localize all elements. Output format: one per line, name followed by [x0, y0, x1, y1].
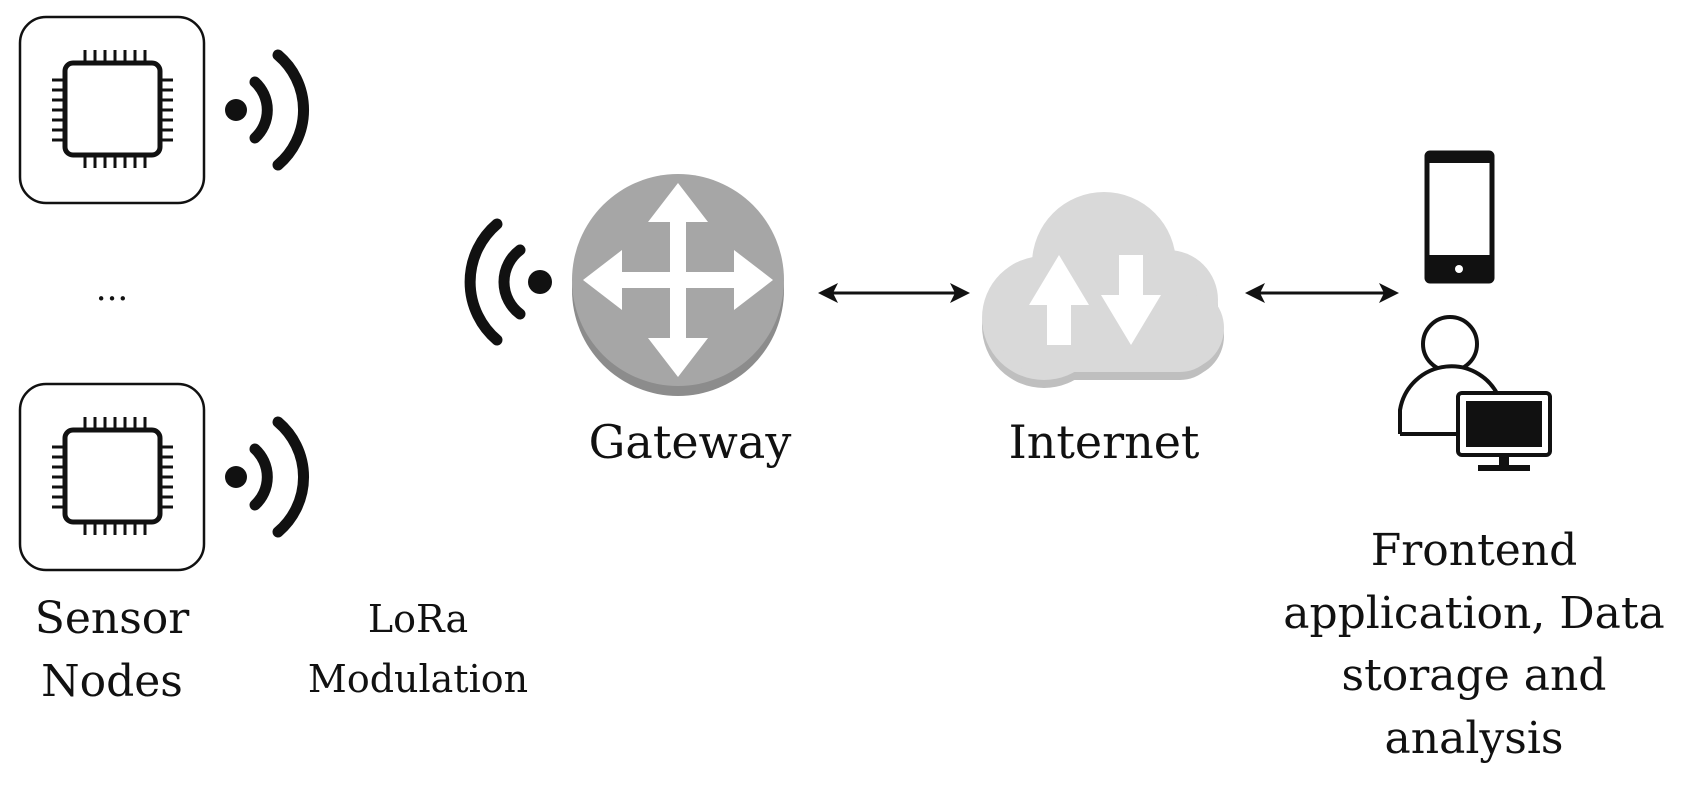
lora-label-line1: LoRa	[368, 597, 468, 641]
cloud-updown-icon	[982, 192, 1224, 388]
sensor-nodes-label-line2: Nodes	[41, 656, 183, 707]
frontend-label-line4: analysis	[1385, 713, 1564, 764]
frontend-label-line1: Frontend	[1371, 525, 1578, 576]
gateway-wifi-signal-icon	[464, 218, 552, 346]
chip-icon	[52, 50, 173, 168]
frontend-label-line2: application, Data	[1283, 588, 1665, 639]
sensor-node-1	[18, 15, 310, 205]
router-icon	[572, 174, 784, 396]
wifi-signal-icon	[225, 49, 310, 171]
gateway-label: Gateway	[589, 415, 792, 469]
wifi-signal-icon	[225, 416, 310, 538]
user-at-computer-icon	[1398, 315, 1552, 471]
sensor-node-2	[18, 382, 310, 572]
chip-icon	[52, 417, 173, 535]
sensor-nodes-label-line1: Sensor	[35, 593, 191, 644]
lora-label-line2: Modulation	[308, 657, 528, 701]
gateway-internet-arrow	[818, 283, 970, 303]
smartphone-icon	[1424, 150, 1495, 284]
sensor-ellipsis: ...	[96, 269, 128, 309]
frontend-label-line3: storage and	[1342, 650, 1607, 701]
internet-label: Internet	[1009, 415, 1200, 469]
internet-frontend-arrow	[1245, 283, 1399, 303]
